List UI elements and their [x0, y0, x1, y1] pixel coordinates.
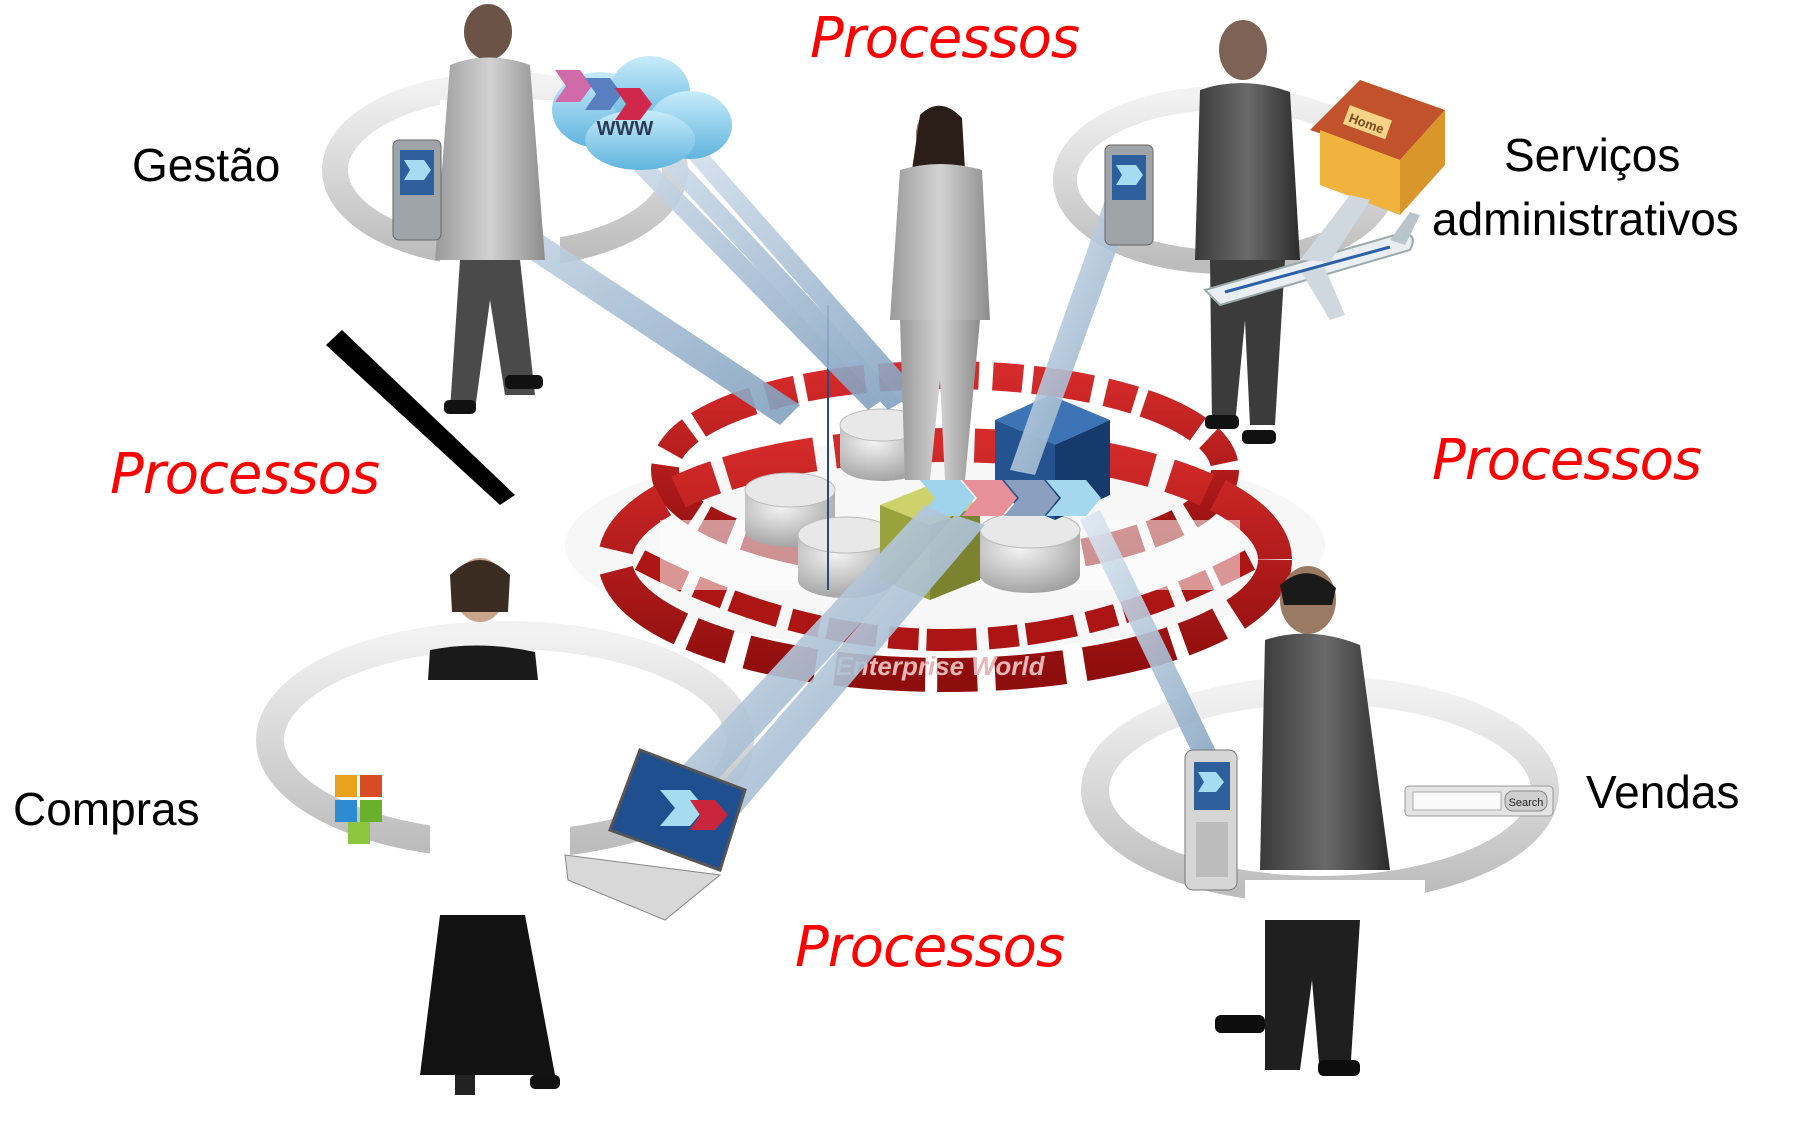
search-box-icon: Search [1404, 785, 1554, 817]
process-label-bottom: Processos [795, 915, 1065, 980]
label-servicos-line2: administrativos [1432, 193, 1739, 245]
process-label-right: Processos [1432, 428, 1702, 493]
laptop-icon [564, 748, 747, 921]
search-button-text: Search [1509, 797, 1544, 809]
process-label-top: Processos [810, 6, 1080, 71]
label-vendas: Vendas [1586, 766, 1740, 818]
cloud-www-text: WWW [597, 118, 654, 140]
person-center [890, 105, 990, 480]
process-label-left: Processos [110, 442, 380, 507]
person-compras [420, 558, 560, 1095]
person-gestao [435, 4, 545, 414]
process-flow-arrows [920, 480, 1101, 516]
database-icon [979, 511, 1081, 593]
label-servicos-line1: Serviços [1504, 129, 1681, 181]
label-gestao: Gestão [132, 139, 281, 191]
person-servicos [1195, 20, 1300, 444]
house-icon: Home [1310, 80, 1445, 215]
office-logo-icon [335, 775, 382, 844]
cloud-icon: WWW [552, 56, 732, 170]
database-icon [797, 516, 895, 598]
mobile-phone-icon [1184, 749, 1238, 891]
airplane-icon [1203, 195, 1420, 320]
mobile-phone-icon [1104, 144, 1154, 246]
label-compras: Compras [13, 783, 200, 835]
diagonal-stroke [326, 330, 515, 505]
mobile-phone-icon [392, 139, 442, 241]
person-vendas [1215, 566, 1390, 1076]
